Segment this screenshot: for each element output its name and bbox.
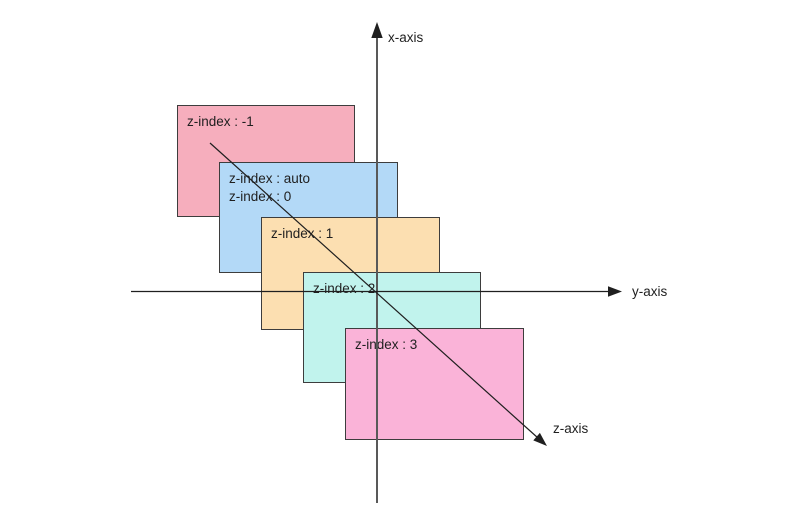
box-label: z-index : 1 [271,226,334,241]
z-axis-label: z-axis [553,421,589,436]
z-axis-arrowhead-icon [533,432,547,446]
box-label: z-index : -1 [187,114,254,129]
y-axis-arrowhead-icon [608,286,622,297]
box-label: z-index : auto [229,171,311,186]
box-label: z-index : 2 [313,281,376,296]
x-axis-label: x-axis [388,30,424,45]
box-label: z-index : 0 [229,188,292,204]
box-z-index-3: z-index : 3 [345,328,524,440]
y-axis-label: y-axis [632,284,668,299]
x-axis-arrowhead-icon [371,22,383,38]
box-label: z-index : 3 [355,337,418,352]
